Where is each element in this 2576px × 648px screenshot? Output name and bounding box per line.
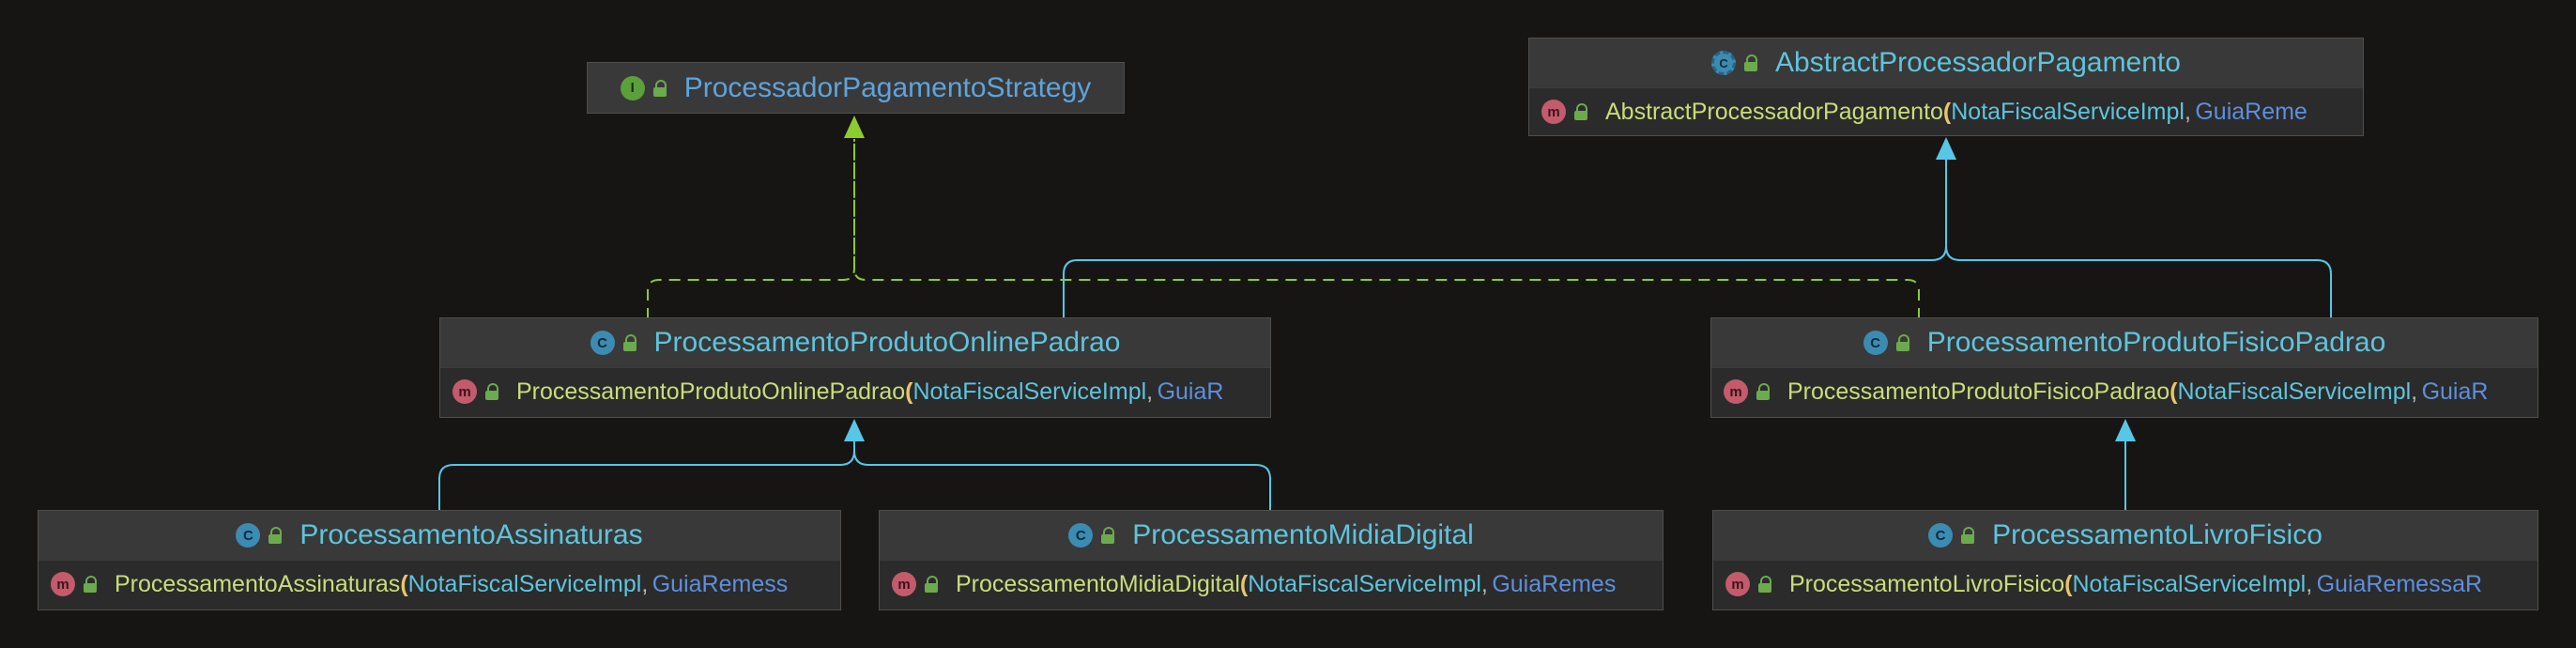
- lock-icon: [1757, 576, 1774, 593]
- node-header: C ProcessamentoMidiaDigital: [880, 511, 1663, 560]
- class-icon: C: [590, 331, 615, 355]
- method-icon: m: [892, 572, 916, 596]
- lock-icon: [1756, 383, 1772, 400]
- constructor-row[interactable]: m ProcessamentoProdutoOnlinePadrao ( Not…: [440, 367, 1270, 415]
- paren: (: [1942, 98, 1952, 125]
- node-title: AbstractProcessadorPagamento: [1775, 47, 2181, 78]
- method-icon: m: [1541, 100, 1566, 124]
- constructor-row[interactable]: m ProcessamentoLivroFisico ( NotaFiscalS…: [1713, 560, 2538, 608]
- node-processamento-midia-digital[interactable]: C ProcessamentoMidiaDigital m Processame…: [879, 510, 1664, 610]
- method-icon: m: [452, 379, 477, 404]
- extends-arrowhead-online: [844, 419, 865, 441]
- paren: (: [1239, 570, 1249, 597]
- paren: (: [905, 378, 913, 405]
- abstract-class-icon: C: [1711, 51, 1737, 75]
- paren: (: [400, 570, 408, 597]
- constructor-row[interactable]: m AbstractProcessadorPagamento ( NotaFis…: [1529, 87, 2363, 135]
- method-icon: m: [1724, 379, 1748, 404]
- class-icon: C: [1863, 331, 1888, 355]
- lock-icon: [83, 576, 100, 593]
- lock-icon: [1743, 54, 1760, 71]
- extends-edge-midia-online: [853, 441, 1271, 512]
- lock-icon: [924, 576, 941, 593]
- node-processamento-livro-fisico[interactable]: C ProcessamentoLivroFisico m Processamen…: [1712, 510, 2538, 610]
- param-type: NotaFiscalServiceImpl: [2177, 378, 2412, 405]
- class-icon: C: [1068, 523, 1094, 548]
- node-header: C ProcessamentoAssinaturas: [38, 511, 840, 560]
- constructor-name: ProcessamentoAssinaturas: [115, 570, 401, 597]
- lock-icon: [652, 79, 669, 97]
- node-abstract-processador-pagamento[interactable]: C AbstractProcessadorPagamento m Abstrac…: [1528, 38, 2364, 136]
- method-icon: m: [51, 572, 75, 596]
- node-processamento-produto-fisico-padrao[interactable]: C ProcessamentoProdutoFisicoPadrao m Pro…: [1710, 317, 2538, 418]
- param-type: GuiaRemess: [652, 570, 789, 597]
- constructor-name: ProcessamentoProdutoFisicoPadrao: [1787, 378, 2170, 405]
- extends-edge-online-abstract: [1063, 160, 1947, 319]
- comma: ,: [2306, 570, 2313, 597]
- implements-edge-online: [647, 139, 855, 319]
- node-header: C AbstractProcessadorPagamento: [1529, 39, 2363, 87]
- node-header: C ProcessamentoLivroFisico: [1713, 511, 2538, 560]
- lock-icon: [1573, 103, 1590, 120]
- param-type: NotaFiscalServiceImpl: [912, 378, 1147, 405]
- constructor-name: ProcessamentoLivroFisico: [1789, 570, 2065, 597]
- lock-icon: [1100, 527, 1117, 544]
- extends-edge-assinaturas-online: [438, 441, 855, 512]
- constructor-name: AbstractProcessadorPagamento: [1605, 98, 1943, 125]
- class-icon: C: [1928, 523, 1954, 548]
- node-title: ProcessamentoProdutoFisicoPadrao: [1926, 327, 2386, 358]
- param-type: GuiaR: [2421, 378, 2489, 405]
- constructor-row[interactable]: m ProcessamentoAssinaturas ( NotaFiscalS…: [38, 560, 840, 608]
- node-header: C ProcessamentoProdutoFisicoPadrao: [1711, 318, 2538, 367]
- param-type: GuiaReme: [2195, 98, 2308, 125]
- interface-icon: I: [620, 75, 645, 100]
- paren: (: [2170, 378, 2178, 405]
- constructor-row[interactable]: m ProcessamentoProdutoFisicoPadrao ( Not…: [1711, 367, 2538, 415]
- node-title: ProcessamentoMidiaDigital: [1132, 519, 1474, 550]
- constructor-name: ProcessamentoProdutoOnlinePadrao: [516, 378, 906, 405]
- constructor-row[interactable]: m ProcessamentoMidiaDigital ( NotaFiscal…: [880, 560, 1663, 608]
- param-type: GuiaRemessaR: [2316, 570, 2483, 597]
- comma: ,: [1146, 378, 1154, 405]
- node-processamento-produto-online-padrao[interactable]: C ProcessamentoProdutoOnlinePadrao m Pro…: [439, 317, 1271, 418]
- node-processador-pagamento-strategy[interactable]: I ProcessadorPagamentoStrategy: [587, 62, 1125, 114]
- method-icon: m: [1725, 572, 1750, 596]
- node-title: ProcessamentoLivroFisico: [1992, 519, 2323, 550]
- param-type: NotaFiscalServiceImpl: [407, 570, 642, 597]
- node-title: ProcessamentoAssinaturas: [299, 519, 643, 550]
- lock-icon: [484, 383, 501, 400]
- comma: ,: [2411, 378, 2418, 405]
- node-title: ProcessadorPagamentoStrategy: [683, 71, 1092, 103]
- implements-arrowhead: [844, 116, 865, 138]
- param-type: NotaFiscalServiceImpl: [2072, 570, 2307, 597]
- comma: ,: [1480, 570, 1488, 597]
- node-header: I ProcessadorPagamentoStrategy: [588, 63, 1124, 113]
- lock-icon: [622, 334, 639, 351]
- implements-edge-fisico: [853, 139, 1920, 319]
- paren: (: [2064, 570, 2073, 597]
- lock-icon: [1960, 527, 1977, 544]
- comma: ,: [2184, 98, 2191, 125]
- lock-icon: [268, 527, 284, 544]
- class-icon: C: [236, 523, 261, 548]
- lock-icon: [1895, 334, 1912, 351]
- param-type: GuiaRemes: [1492, 570, 1617, 597]
- param-type: GuiaR: [1157, 378, 1224, 405]
- extends-arrowhead-fisico: [2115, 419, 2136, 441]
- param-type: NotaFiscalServiceImpl: [1951, 98, 2185, 125]
- param-type: NotaFiscalServiceImpl: [1248, 570, 1481, 597]
- node-processamento-assinaturas[interactable]: C ProcessamentoAssinaturas m Processamen…: [38, 510, 841, 610]
- node-header: C ProcessamentoProdutoOnlinePadrao: [440, 318, 1270, 367]
- extends-edge-fisico-abstract: [1945, 160, 2332, 319]
- node-title: ProcessamentoProdutoOnlinePadrao: [653, 327, 1121, 358]
- extends-arrowhead-abstract: [1936, 137, 1956, 160]
- constructor-name: ProcessamentoMidiaDigital: [956, 570, 1240, 597]
- comma: ,: [641, 570, 649, 597]
